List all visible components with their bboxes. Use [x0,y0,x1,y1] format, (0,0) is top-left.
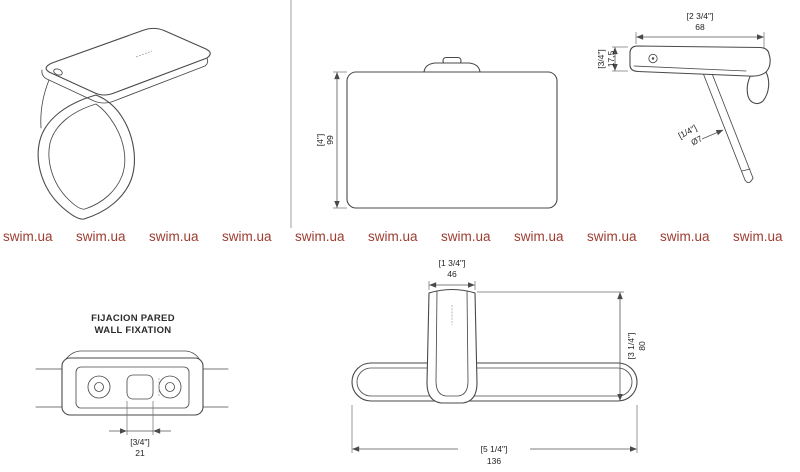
cover-left-edge [40,79,50,129]
width-dimension-label: [2 3/4"] [687,11,714,21]
width-dimension-value: 68 [695,22,705,32]
wall-fixation-view: FIJACION PARED WALL FIXATION [3/4"] 21 [35,313,229,458]
screw-hole-left [87,375,111,399]
width-dimension-value: 136 [487,456,501,466]
bracket-outline [61,357,204,416]
lid-clip [53,68,63,76]
slot-dimension-value: 21 [135,448,145,458]
bracket-inner-plate [75,366,190,409]
diameter-leader-line [701,129,724,140]
watermark-text: swim.ua [514,229,564,244]
roller-bar-end-cap [744,177,754,183]
cover-width-value: 46 [447,269,457,279]
front-view: [4"] 99 [315,56,558,209]
height-dimension-label: [3 1/4"] [626,333,636,360]
watermark-row: swim.ua swim.ua swim.ua swim.ua swim.ua … [3,229,783,244]
watermark-text: swim.ua [587,229,637,244]
screw-hole-right [158,375,182,399]
bracket-top-bevel [63,350,202,363]
cover-body-contour [48,103,126,210]
lid-side-profile [629,45,771,77]
roller-bar-edge [710,70,754,179]
cover-body-outline [37,94,135,220]
fixation-title-line2: WALL FIXATION [95,325,172,336]
watermark-text: swim.ua [660,229,710,244]
lid-top-face [45,27,211,96]
height-dimension-value: 80 [637,341,647,351]
width-dimension-label: [5 1/4"] [481,444,508,454]
depth-dimension-label: [3/4"] [596,49,606,69]
watermark-text: swim.ua [149,229,199,244]
slot-dimension-label: [3/4"] [130,437,150,447]
lid-side-inner-line [633,65,747,72]
side-view: [2 3/4"] 68 [3/4"] 17,5 [1/4"] Ø7 [596,11,771,183]
diameter-dimension-value: Ø7 [689,133,704,147]
roller-bar-edge [702,72,746,181]
watermark-text: swim.ua [76,229,126,244]
fixation-title-line1: FIJACION PARED [91,313,175,324]
height-dimension-label: [4"] [315,134,325,146]
screw-head [648,53,658,64]
isometric-view [37,27,211,220]
mounting-bar-inner [356,367,633,397]
mounting-bar-outline [351,362,638,402]
height-dimension-value: 99 [325,135,335,145]
screw-center [651,57,655,60]
watermark-text: swim.ua [222,229,272,244]
watermark-text: swim.ua [3,229,53,244]
wall-hook-profile [746,71,770,105]
watermark-text: swim.ua [295,229,345,244]
center-cover-outline [426,288,478,404]
cover-width-label: [1 3/4"] [439,258,466,268]
hinge-cap [423,62,481,73]
watermark-text: swim.ua [733,229,783,244]
watermark-text: swim.ua [368,229,418,244]
screw-hole-right-center [165,382,175,392]
center-cover-inner [435,290,469,397]
bottom-front-view: [1 3/4"] 46 [3 1/4"] 80 [5 1/4"] 136 [351,258,647,466]
depth-dimension-value: 17,5 [606,50,616,67]
center-slot [126,374,154,400]
lid-thickness-edge [41,57,209,104]
roller-bar-detail [741,168,751,172]
screw-hole-left-center [94,382,104,392]
cover-front-outline [346,71,558,209]
watermark-text: swim.ua [441,229,491,244]
brand-mark [135,50,153,58]
